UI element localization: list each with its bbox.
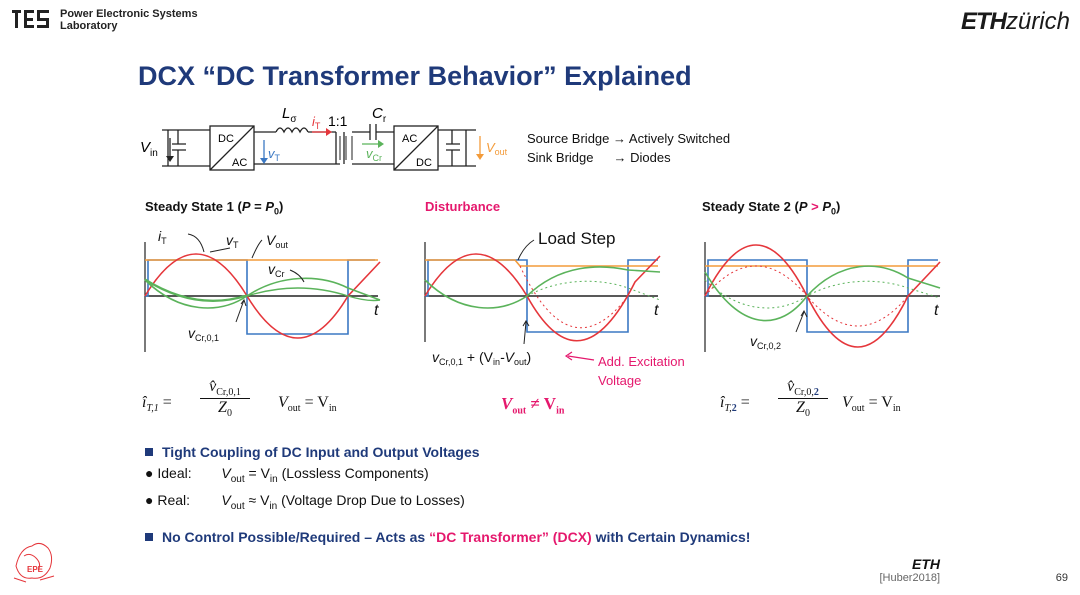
- legend-sink: Sink Bridge → Diodes: [527, 150, 671, 165]
- svg-text:vCr: vCr: [268, 261, 285, 279]
- panel2-title: Disturbance: [425, 199, 501, 214]
- panel1-iT-label: i: [158, 228, 162, 244]
- panel2-vin-sub: in: [493, 357, 500, 367]
- svg-text:vT: vT: [226, 232, 239, 250]
- panel1-title: Steady State 1 (P = P0): [145, 199, 284, 217]
- bridge1-bot-label: AC: [232, 157, 247, 169]
- source-bridge-value: Actively Switched: [628, 131, 731, 146]
- panel2-vout-sub: out: [514, 357, 527, 367]
- svg-text:iT: iT: [158, 228, 167, 246]
- footer-eth-logo: ETH: [912, 556, 940, 572]
- panel1-vcr0-sub: Cr,0,1: [195, 333, 219, 343]
- eth-logo: ETHzürich: [961, 8, 1070, 36]
- panel1-t-axis-label: t: [374, 302, 379, 319]
- l-sigma-label: L: [282, 105, 290, 122]
- arrow-right-icon: →: [613, 131, 627, 146]
- lab-name: Power Electronic Systems Laboratory: [60, 8, 198, 32]
- bridge1-top-label: DC: [218, 133, 234, 145]
- svg-text:Vin: Vin: [140, 139, 158, 159]
- bullet-heading-2: No Control Possible/Required – Acts as “…: [145, 527, 750, 548]
- dot-bullet-icon: ●: [145, 465, 154, 481]
- panel3-vcr0-label: v: [750, 333, 758, 349]
- lab-line2: Laboratory: [60, 20, 118, 32]
- square-bullet-icon: [145, 532, 153, 541]
- excitation-label-1: Add. Excitation: [598, 354, 685, 369]
- panel2-vcr-plus: + (V: [463, 349, 494, 365]
- page-title: DCX “DC Transformer Behavior” Explained: [138, 61, 692, 91]
- dot-bullet-icon: ●: [145, 491, 154, 508]
- vin-sub: in: [150, 148, 158, 159]
- iT-sub: T: [315, 121, 321, 131]
- bullet-ideal: ● Ideal:Vout = Vin (Lossless Components): [145, 465, 429, 485]
- panel2-vcr-sub: Cr,0,1: [439, 357, 463, 367]
- eth-logo-italic: zürich: [1005, 8, 1070, 35]
- panel3-t-axis-label: t: [934, 302, 939, 319]
- vCr-label: v: [366, 146, 374, 161]
- vout-sub: out: [495, 147, 508, 157]
- l-sigma-sub: σ: [290, 114, 297, 125]
- panel1-vout-label: V: [266, 232, 277, 248]
- panel1-vT-label: v: [226, 232, 234, 248]
- bullet-heading-1: Tight Coupling of DC Input and Output Vo…: [145, 442, 750, 463]
- panel1-vcr0-label: v: [188, 325, 196, 341]
- svg-text:Vout: Vout: [266, 232, 288, 250]
- bullet-list: Tight Coupling of DC Input and Output Vo…: [145, 442, 750, 548]
- vT-label: v: [268, 146, 276, 161]
- panel2-t-axis-label: t: [654, 302, 659, 319]
- panel1-iT-sub: T: [161, 236, 167, 246]
- svg-text:EPE: EPE: [27, 565, 44, 574]
- footer-citation: [Huber2018]: [879, 572, 940, 584]
- svg-text:vCr,0,1: vCr,0,1: [188, 325, 219, 343]
- panel2-vcr-close: ): [527, 349, 532, 365]
- waveform-disturbance: Load Step t vCr,0,1 + (Vin-Vout) Add. Ex…: [424, 229, 685, 388]
- panel1-vCr-sub: Cr: [275, 269, 285, 279]
- page-number: 69: [1055, 572, 1068, 584]
- panel1-vT-sub: T: [233, 240, 239, 250]
- source-bridge-label: Source Bridge: [527, 131, 610, 146]
- lab-line1: Power Electronic Systems: [60, 8, 198, 20]
- svg-text:iT: iT: [312, 114, 321, 131]
- panel1-vout-sub: out: [275, 240, 288, 250]
- svg-text:Lσ: Lσ: [282, 105, 297, 125]
- sink-bridge-label: Sink Bridge: [527, 150, 594, 165]
- svg-text:vT: vT: [268, 146, 281, 163]
- cr-sub: r: [383, 114, 387, 125]
- sink-bridge-value: Diodes: [630, 150, 671, 165]
- excitation-label-2: Voltage: [598, 373, 641, 388]
- panel3-vcr0-sub: Cr,0,2: [757, 341, 781, 351]
- panel2-vcr-label: v: [432, 349, 440, 365]
- svg-text:Cr: Cr: [372, 105, 387, 125]
- pes-logo: [12, 10, 49, 28]
- panel2-vout-minus: -V: [500, 349, 516, 365]
- svg-text:Vout: Vout: [486, 140, 508, 157]
- iT-label: i: [312, 114, 316, 129]
- waveform-steady-state-1: iT vT Vout vCr t vCr,0,1: [144, 228, 381, 352]
- svg-text:vCr: vCr: [366, 146, 382, 163]
- bridge2-bot-label: DC: [416, 157, 432, 169]
- square-bullet-icon: [145, 448, 153, 456]
- svg-text:vCr,0,2: vCr,0,2: [750, 333, 781, 351]
- vout-label: V: [486, 140, 496, 155]
- turns-ratio: 1:1: [328, 113, 348, 129]
- arrow-right-icon: →: [613, 150, 627, 165]
- waveform-steady-state-2: t vCr,0,2: [704, 242, 941, 352]
- eth-logo-bold: ETH: [960, 8, 1007, 35]
- vCr-sub: Cr: [373, 153, 383, 163]
- panel1-vCr-label: v: [268, 261, 276, 277]
- vT-sub: T: [275, 153, 281, 163]
- dcx-circuit-diagram: Vin DC AC vT Lσ iT 1:1 Cr vCr AC DC Vout: [140, 105, 508, 171]
- load-step-label: Load Step: [538, 229, 616, 248]
- svg-text:vCr,0,1 + (Vin-Vout): vCr,0,1 + (Vin-Vout): [432, 349, 531, 367]
- legend-source: Source Bridge → Actively Switched: [527, 131, 730, 146]
- map-logo: EPE: [13, 542, 55, 583]
- cr-label: C: [372, 105, 383, 122]
- vin-label: V: [140, 139, 152, 156]
- bullet-real: ● Real:Vout ≈ Vin (Voltage Drop Due to L…: [145, 491, 465, 512]
- bridge2-top-label: AC: [402, 133, 417, 145]
- formula-panel2: Vout ≠ Vin: [501, 394, 565, 417]
- panel3-title: Steady State 2 (P > P0): [702, 199, 841, 217]
